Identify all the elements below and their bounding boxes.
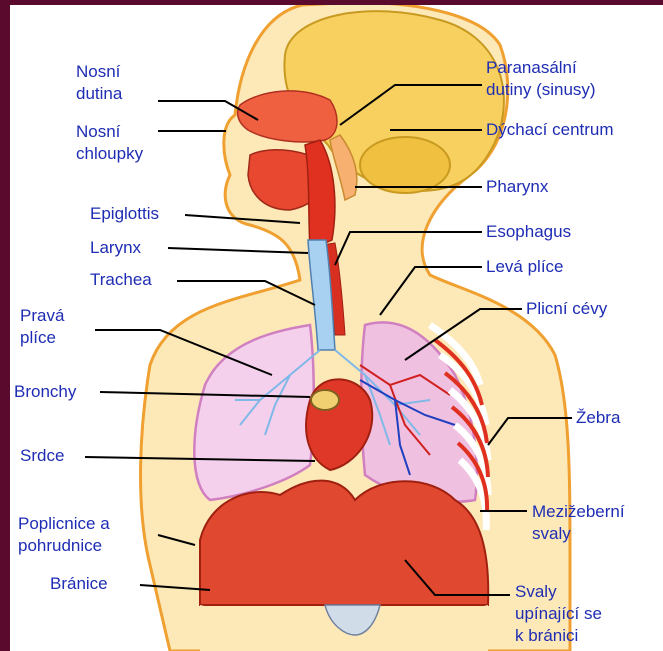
diaphragm <box>200 481 488 605</box>
label-poplicnice-line2: pohrudnice <box>18 535 110 557</box>
label-trachea: Trachea <box>90 269 152 291</box>
label-pharynx: Pharynx <box>486 176 548 198</box>
label-nosni-chloupky: Nosní chloupky <box>76 121 143 165</box>
label-epiglottis: Epiglottis <box>90 203 159 225</box>
diagram-panel: Nosní dutina Nosní chloupky Epiglottis L… <box>10 5 663 651</box>
label-prava-plice: Pravá plíce <box>20 305 64 349</box>
label-mezizeberni-line2: svaly <box>532 523 625 545</box>
label-branice: Bránice <box>50 573 108 595</box>
label-bronchy: Bronchy <box>14 381 76 403</box>
label-nosni-dutina-line2: dutina <box>76 83 122 105</box>
label-esophagus: Esophagus <box>486 221 571 243</box>
cerebellum <box>360 137 450 193</box>
label-svaly-line2: upínající se <box>515 603 602 625</box>
label-leva-plice: Levá plíce <box>486 256 564 278</box>
label-paranasalni-dutiny: Paranasální dutiny (sinusy) <box>486 57 596 101</box>
label-nosni-dutina-line1: Nosní <box>76 61 122 83</box>
label-svaly-line3: k bránici <box>515 625 602 647</box>
label-plicni-cevy: Plicní cévy <box>526 298 607 320</box>
label-srdce: Srdce <box>20 445 64 467</box>
label-svaly-line1: Svaly <box>515 581 602 603</box>
label-nosni-chloupky-line2: chloupky <box>76 143 143 165</box>
label-dychaci-centrum: Dýchací centrum <box>486 119 614 141</box>
label-mezizeberni-line1: Mezižeberní <box>532 501 625 523</box>
label-paranasalni-line2: dutiny (sinusy) <box>486 79 596 101</box>
label-svaly-upinajici: Svaly upínající se k bránici <box>515 581 602 647</box>
label-nosni-chloupky-line1: Nosní <box>76 121 143 143</box>
aortic-arch <box>311 390 339 410</box>
label-prava-plice-line2: plíce <box>20 327 64 349</box>
label-poplicnice-line1: Poplicnice a <box>18 513 110 535</box>
label-nosni-dutina: Nosní dutina <box>76 61 122 105</box>
label-prava-plice-line1: Pravá <box>20 305 64 327</box>
label-larynx: Larynx <box>90 237 141 259</box>
label-paranasalni-line1: Paranasální <box>486 57 596 79</box>
label-poplicnice: Poplicnice a pohrudnice <box>18 513 110 557</box>
label-zebra: Žebra <box>576 407 620 429</box>
label-mezizeberni-svaly: Mezižeberní svaly <box>532 501 625 545</box>
